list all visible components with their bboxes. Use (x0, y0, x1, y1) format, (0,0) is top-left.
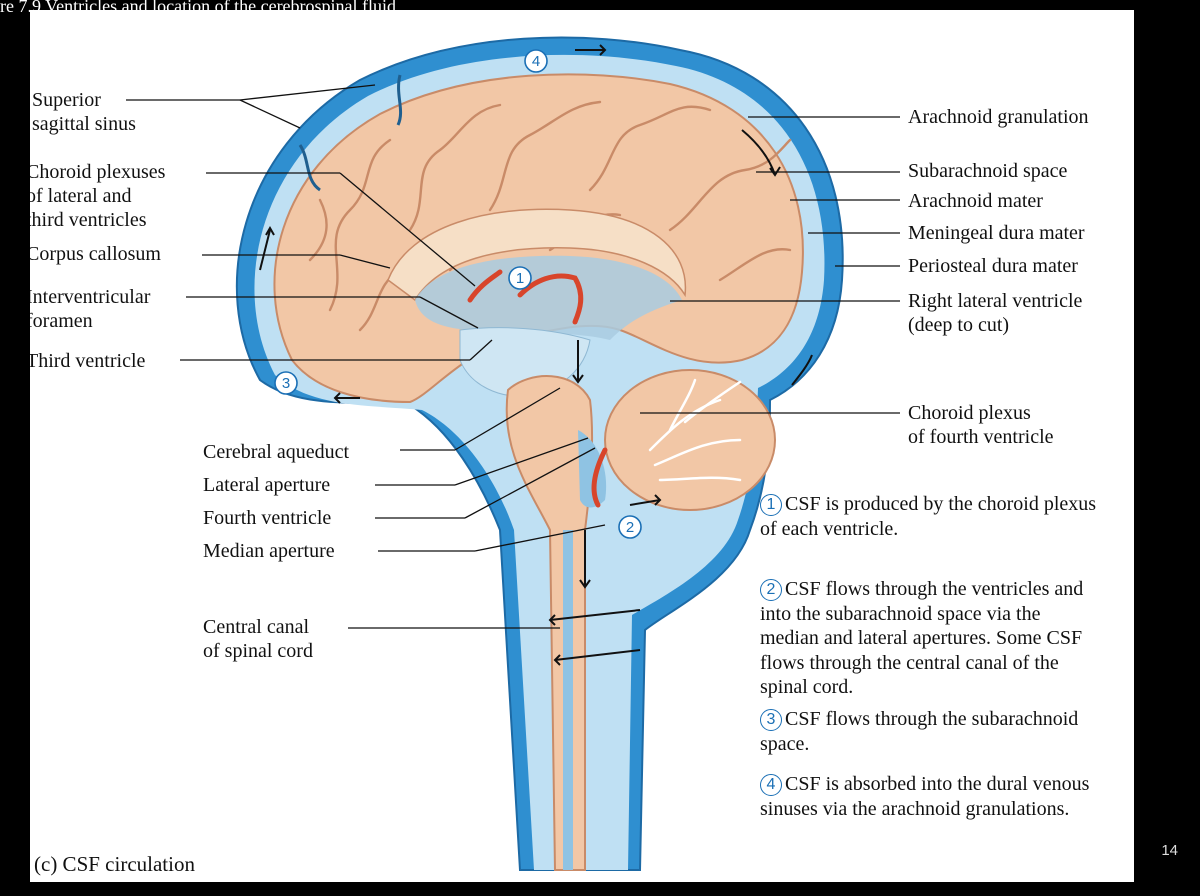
brain-diagram: 1 2 3 4 (126, 36, 900, 871)
label-central-canal: Central canal of spinal cord (203, 616, 313, 662)
step-1-number: 1 (760, 494, 782, 516)
diagram-markers (274, 49, 642, 539)
choroid-plexus (467, 269, 608, 508)
step-4-text: CSF is absorbed into the dural venous si… (760, 773, 1090, 820)
step-1-text: CSF is produced by the choroid plexus of… (760, 493, 1097, 540)
step-4-number: 4 (760, 774, 782, 796)
label-subarachnoid-space: Subarachnoid space (908, 160, 1068, 182)
label-third-ventricle: Third ventricle (30, 350, 146, 372)
marker-4 (524, 49, 548, 73)
label-superior-sagittal-sinus: Superior sagittal sinus (32, 89, 136, 135)
cerebellum (604, 369, 776, 511)
label-corpus-callosum: Corpus callosum (30, 243, 161, 265)
corpus-callosum (387, 208, 687, 302)
label-choroid-plexuses: Choroid plexuses of lateral and third ve… (30, 161, 166, 231)
cerebellum-arbor (648, 378, 742, 482)
marker-3 (274, 371, 298, 395)
label-periosteal-dura: Periosteal dura mater (908, 255, 1078, 277)
step-3-number: 3 (760, 709, 782, 731)
marker-3-text: 3 (282, 375, 290, 392)
label-arachnoid-mater: Arachnoid mater (908, 190, 1043, 212)
step-2-number: 2 (760, 579, 782, 601)
label-right-lateral-ventricle: Right lateral ventricle (deep to cut) (908, 290, 1083, 336)
marker-1 (508, 266, 532, 290)
label-lateral-aperture: Lateral aperture (203, 474, 331, 496)
lateral-ventricle (415, 255, 682, 340)
label-fourth-ventricle: Fourth ventricle (203, 507, 332, 529)
venous-sinuses (298, 74, 403, 192)
label-choroid-plexus-fourth: Choroid plexus of fourth ventricle (908, 402, 1054, 448)
page-number: 14 (1161, 842, 1178, 859)
step-2-text: CSF flows through the ventricles and int… (760, 578, 1084, 698)
csf-flow-arrows (259, 44, 813, 666)
label-median-aperture: Median aperture (203, 540, 335, 562)
step-3-text: CSF flows through the subarachnoid space… (760, 708, 1079, 755)
central-canal (563, 530, 573, 870)
slide: 1 2 3 4 Superior sagittal sinus Choroid … (30, 10, 1134, 882)
marker-1-text: 1 (516, 270, 524, 287)
label-arachnoid-granulation: Arachnoid granulation (908, 106, 1089, 128)
marker-4-text: 4 (532, 53, 540, 70)
leader-lines (126, 84, 900, 629)
label-interventricular-foramen: Interventricular foramen (30, 286, 151, 332)
label-meningeal-dura: Meningeal dura mater (908, 222, 1085, 244)
fourth-ventricle (578, 430, 607, 508)
marker-2-text: 2 (626, 519, 634, 536)
label-cerebral-aqueduct: Cerebral aqueduct (203, 441, 350, 463)
marker-2 (618, 515, 642, 539)
figure-caption: (c) CSF circulation (34, 852, 195, 876)
